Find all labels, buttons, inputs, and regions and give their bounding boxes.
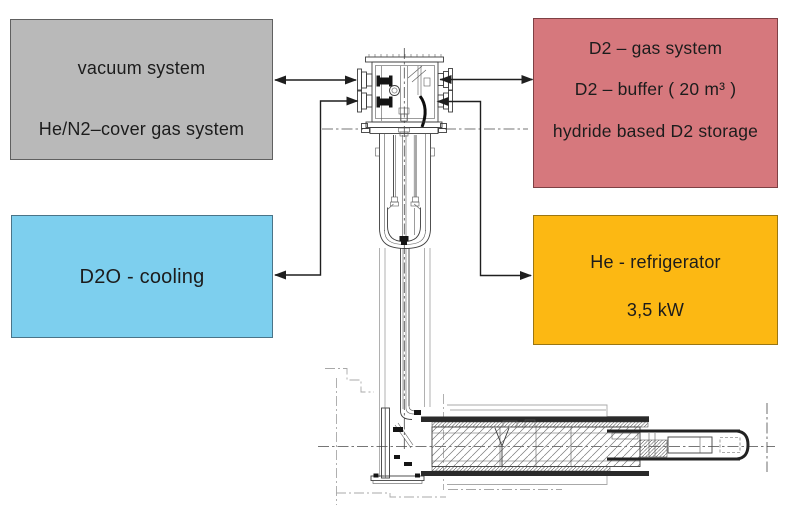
d2-gas-system-label: D2 – gas system (588, 38, 723, 58)
transfer-tubes (400, 248, 410, 411)
vacuum-column (375, 127, 435, 411)
he-refrigerator-box: He - refrigerator 3,5 kW (533, 215, 778, 345)
d2-gas-system-box: D2 – gas system D2 – buffer ( 20 m³ ) hy… (533, 18, 778, 188)
vessel-head (357, 54, 453, 134)
connector-vessel-to-d2gas (439, 75, 534, 84)
d2o-cooling-box: D2O - cooling (11, 215, 273, 338)
he-refrigerator-label: He - refrigerator (590, 252, 721, 272)
cover-gas-system-label: He/N2–cover gas system (38, 119, 245, 139)
moderator-cell (387, 135, 421, 245)
hydride-storage-label: hydride based D2 storage (552, 121, 759, 141)
beam-nose (607, 429, 750, 461)
vessel-internals (376, 65, 431, 128)
refrigerator-power-label: 3,5 kW (626, 300, 685, 320)
reactor-structure-outline (325, 248, 649, 505)
connector-vacuum-to-vessel (274, 75, 357, 85)
d2o-cooling-label: D2O - cooling (79, 266, 205, 288)
beam-tube-assembly (421, 416, 750, 476)
shielding-hatch (431, 426, 641, 467)
vacuum-system-box: vacuum system He/N2–cover gas system (10, 19, 273, 160)
vacuum-system-label: vacuum system (77, 58, 206, 78)
connector-heref-to-vessel (436, 97, 532, 280)
elbow-support (370, 405, 425, 484)
d2-buffer-label: D2 – buffer ( 20 m³ ) (574, 79, 737, 99)
connector-d2o-to-vessel (274, 96, 359, 280)
